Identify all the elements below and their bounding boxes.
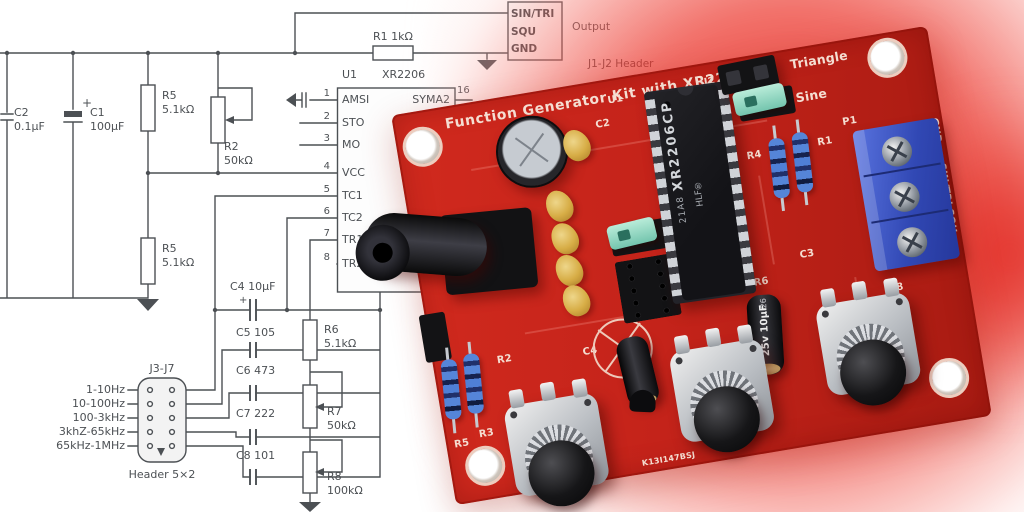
r5a-ref: R5 xyxy=(162,89,177,102)
ground-symbols xyxy=(4,50,497,512)
terminal-block-p1 xyxy=(852,117,961,272)
silk-r2: R2 xyxy=(496,352,513,367)
freq-row-4: 3khZ-65kHz xyxy=(58,425,125,438)
pot-r2 xyxy=(210,96,226,144)
r2-wiper-arrow xyxy=(225,116,234,124)
pin-num-4: 4 xyxy=(323,161,330,172)
silk-r4: R4 xyxy=(745,148,763,163)
freq-row-5: 65kHz-1MHz xyxy=(56,439,125,452)
resistor-r1-pcb xyxy=(791,119,814,206)
silk-r5: R5 xyxy=(453,437,471,451)
mounting-hole-tl xyxy=(399,123,446,170)
r5a-value: 5.1kΩ xyxy=(162,103,195,116)
r1-label: R1 1kΩ xyxy=(373,30,413,43)
capacitor-plates xyxy=(249,299,257,485)
resistor-r5-pcb xyxy=(440,347,462,434)
c2-ref: C2 xyxy=(14,106,29,119)
yellow-cap xyxy=(540,185,579,227)
mounting-hole-tr xyxy=(864,34,911,81)
pin-mo: MO xyxy=(342,138,361,151)
silk-serial: K13I147BSJ xyxy=(641,450,696,468)
pin-num-7: 7 xyxy=(323,228,330,239)
c8-label: C8 101 xyxy=(236,449,276,462)
freq-row-2: 10-100Hz xyxy=(71,397,125,410)
pin-num-8: 8 xyxy=(323,252,330,263)
c1-plus: + xyxy=(82,96,93,110)
cap25-code: 26 xyxy=(758,297,769,309)
r7-wiper-arrow xyxy=(315,403,324,411)
pin-num-3: 3 xyxy=(323,133,330,144)
yellow-cap xyxy=(545,218,584,259)
resistor-r6 xyxy=(302,319,318,361)
ic-date-code: 21A8 xyxy=(675,195,690,224)
r2-value: 50kΩ xyxy=(224,154,253,167)
potentiometer-fine xyxy=(668,324,777,458)
r2-ref: R2 xyxy=(224,140,239,153)
pin-sto: STO xyxy=(342,116,365,129)
freq-row-1: 1-10Hz xyxy=(85,383,125,396)
resistor-r3-pcb xyxy=(462,341,485,428)
c5-label: C5 105 xyxy=(236,326,276,339)
ic-ref: U1 xyxy=(342,68,358,81)
r8-wiper-arrow xyxy=(315,468,324,476)
c1-ref: C1 xyxy=(90,106,105,119)
c6-label: C6 473 xyxy=(236,364,276,377)
pin-num-6: 6 xyxy=(323,206,330,217)
pin-tc2: TC2 xyxy=(342,211,363,224)
resistor-r5a xyxy=(140,84,156,132)
pin-num-2: 2 xyxy=(323,111,330,122)
resistor-r1 xyxy=(372,45,414,61)
pin-num-5: 5 xyxy=(323,184,330,195)
pcb-trace xyxy=(758,175,775,265)
silk-r3: R3 xyxy=(478,426,495,441)
silk-r1: R1 xyxy=(816,135,834,149)
silk-sine: Sine xyxy=(794,85,829,106)
c1-value: 100µF xyxy=(90,120,125,133)
potentiometer-amplitude xyxy=(502,378,611,512)
c4-label: C4 10µF xyxy=(230,280,276,293)
resistor-r5b xyxy=(140,237,156,285)
r5b-ref: R5 xyxy=(162,242,177,255)
ic-part: XR2206 xyxy=(382,68,426,81)
terminal-screw xyxy=(887,179,922,215)
ic-logo: HLF® xyxy=(692,179,707,208)
pot-r8 xyxy=(302,451,318,494)
pin1-arrow xyxy=(286,93,296,107)
header-box xyxy=(137,377,187,463)
terminal-screw xyxy=(894,224,930,260)
c2-value: 0.1µF xyxy=(14,120,45,133)
c4-plus: + xyxy=(239,295,248,306)
r5b-value: 5.1kΩ xyxy=(162,256,195,269)
pin-tc1: TC1 xyxy=(342,189,363,202)
pot-r7 xyxy=(302,384,318,429)
header-arrow xyxy=(157,448,165,456)
silk-c2: C2 xyxy=(594,117,611,131)
c7-label: C7 222 xyxy=(236,407,276,420)
silk-p1: P1 xyxy=(841,114,858,129)
pin-num-1: 1 xyxy=(323,88,330,99)
r7-value: 50kΩ xyxy=(327,419,356,432)
terminal-screw xyxy=(879,134,915,169)
header-label: Header 5×2 xyxy=(128,468,196,481)
pin-vcc: VCC xyxy=(342,166,365,179)
mounting-hole-br xyxy=(926,354,973,402)
r8-value: 100kΩ xyxy=(327,484,363,497)
r6-ref: R6 xyxy=(324,323,339,336)
silk-c3: C3 xyxy=(798,247,816,261)
silk-triangle: Triangle xyxy=(788,47,849,72)
pin-amsi: AMSI xyxy=(342,93,370,106)
r8-ref: R8 xyxy=(327,470,342,483)
yellow-cap xyxy=(550,250,589,291)
r7-ref: R7 xyxy=(327,405,342,418)
potentiometer-coarse xyxy=(814,277,923,411)
yellow-cap xyxy=(557,280,596,321)
r6-value: 5.1kΩ xyxy=(324,337,357,350)
freq-row-3: 100-3kHz xyxy=(72,411,125,424)
silk-u1: U1 xyxy=(606,93,624,107)
header-ref: J3-J7 xyxy=(149,362,175,375)
mounting-hole-bl xyxy=(462,442,509,489)
resistor-r4-pcb xyxy=(767,125,791,212)
